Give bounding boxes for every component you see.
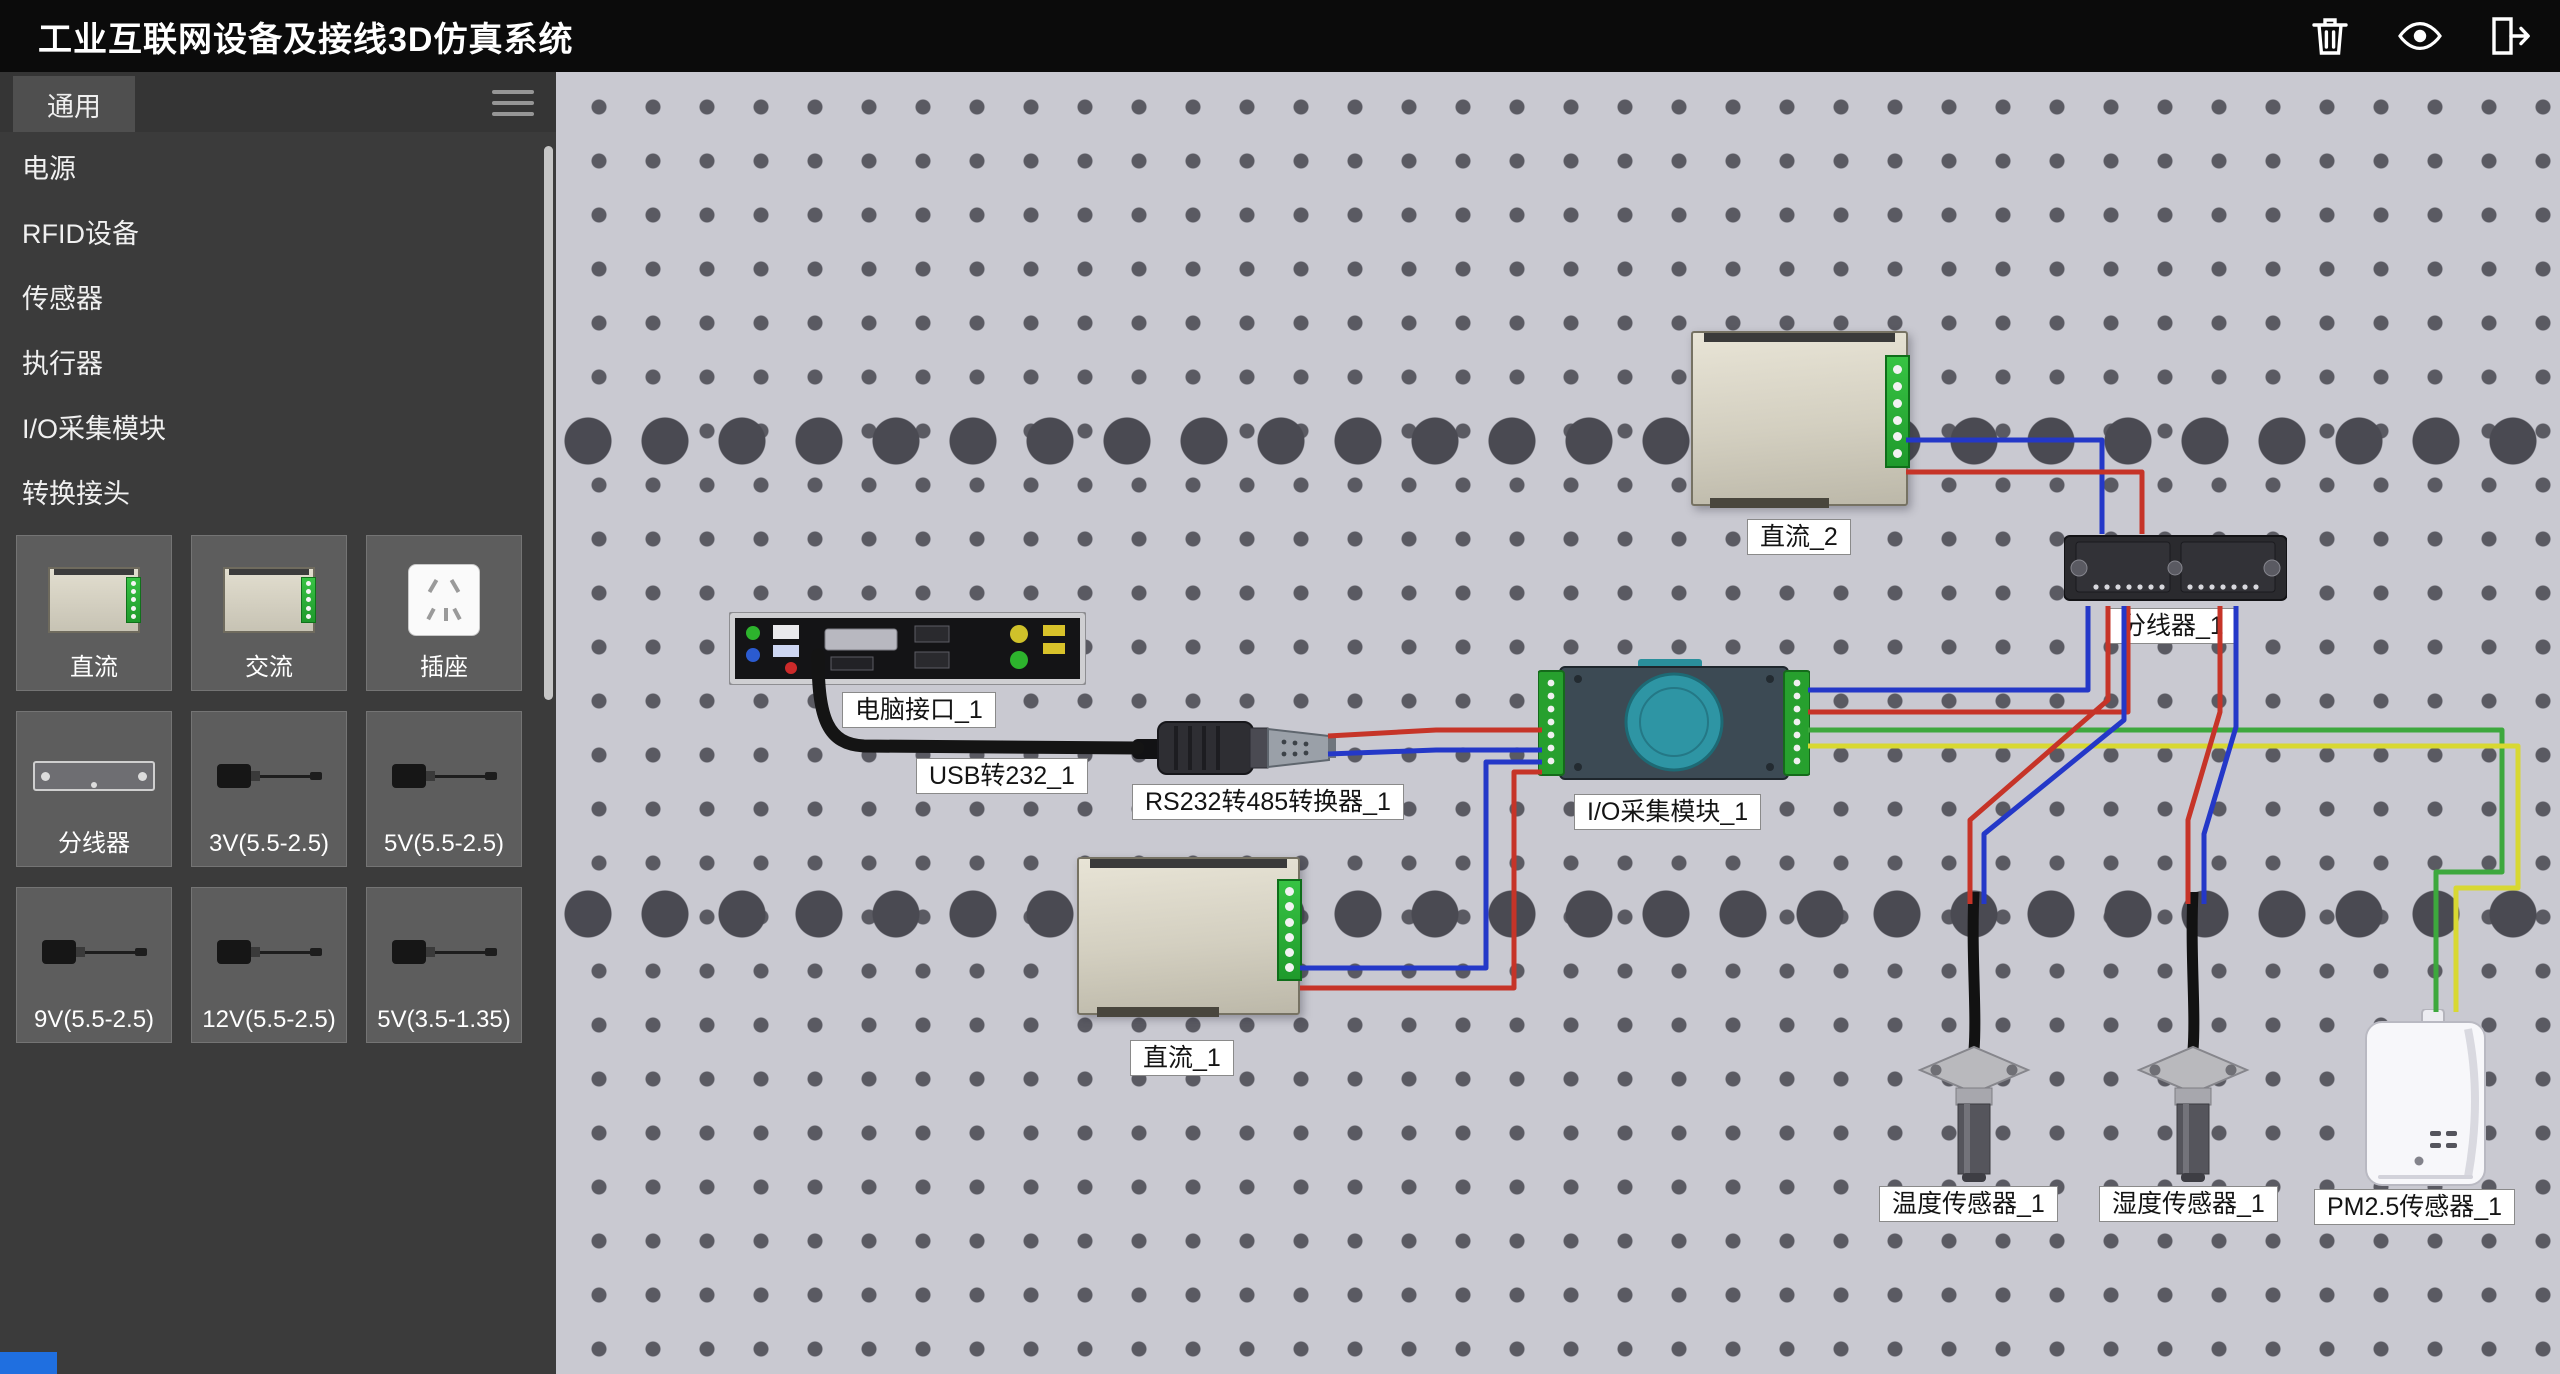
sidebar-item-label: 转换接头 — [22, 479, 130, 509]
preview-eye-icon[interactable] — [2392, 10, 2448, 62]
tab-general-label: 通用 — [47, 91, 101, 122]
dc-thumbnail-icon — [17, 548, 171, 652]
wire-blue[interactable] — [1327, 747, 1542, 757]
tile-label: 5V(5.5-2.5) — [383, 830, 505, 857]
tile-dc[interactable]: 直流 — [16, 535, 172, 691]
partial-blue-element — [0, 1352, 57, 1374]
tile-adapter-12v[interactable]: 12V(5.5-2.5) — [191, 887, 347, 1043]
tile-socket[interactable]: 插座 — [366, 535, 522, 691]
dc-terminal-connector[interactable] — [1277, 879, 1302, 981]
tile-adapter-3v[interactable]: 3V(5.5-2.5) — [191, 711, 347, 867]
toolbar — [2302, 10, 2538, 62]
tile-label: 分线器 — [58, 830, 130, 857]
tile-label: 5V(3.5-1.35) — [377, 1006, 511, 1033]
title-bar: 工业互联网设备及接线3D仿真系统 — [0, 0, 2560, 72]
wire-red[interactable] — [2185, 606, 2223, 904]
device-dc1[interactable] — [1077, 857, 1302, 1017]
device-label-pc-port1: 电脑接口_1 — [842, 692, 996, 728]
tile-adapter-5v[interactable]: 5V(5.5-2.5) — [366, 711, 522, 867]
tile-label: 交流 — [245, 654, 293, 681]
adapter-thumbnail-icon — [17, 900, 171, 1004]
wire-yellow[interactable] — [1808, 743, 2521, 1012]
wires-layer — [811, 437, 2521, 1012]
category-menu: 电源 RFID设备 传感器 执行器 I/O采集模块 转换接头 — [0, 134, 540, 524]
sidebar-item-label: 传感器 — [22, 284, 103, 314]
app-title: 工业互联网设备及接线3D仿真系统 — [38, 20, 574, 59]
trash-icon[interactable] — [2302, 10, 2358, 62]
device-label-io-module1: I/O采集模块_1 — [1574, 794, 1762, 830]
device-temp-sensor1[interactable] — [1914, 892, 2034, 1184]
wire-red[interactable] — [1906, 469, 2145, 534]
tile-label: 12V(5.5-2.5) — [202, 1006, 336, 1033]
device-dc2[interactable] — [1691, 331, 1910, 508]
wire-red[interactable] — [1300, 769, 1542, 991]
adapter-thumbnail-icon — [192, 900, 346, 1004]
sidebar-item-io-module[interactable]: I/O采集模块 — [0, 394, 540, 459]
device-label-usb232: USB转232_1 — [916, 758, 1088, 794]
device-label-temp1: 温度传感器_1 — [1879, 1186, 2058, 1222]
sidebar-item-power[interactable]: 电源 — [0, 134, 540, 199]
sidebar-header: 通用 — [0, 72, 556, 132]
sidebar-item-label: 执行器 — [22, 349, 103, 379]
device-label-dc2: 直流_2 — [1747, 519, 1851, 555]
socket-thumbnail-icon — [367, 548, 521, 652]
wire-red[interactable] — [1327, 727, 1542, 739]
component-sidebar: 通用 电源 RFID设备 传感器 执行器 I/O采集模块 转换接头 直流 交流 … — [0, 72, 556, 1374]
tab-general[interactable]: 通用 — [13, 76, 135, 132]
dc-top-strip — [1703, 333, 1896, 342]
tile-adapter-9v[interactable]: 9V(5.5-2.5) — [16, 887, 172, 1043]
tile-ac[interactable]: 交流 — [191, 535, 347, 691]
sidebar-item-label: 电源 — [22, 154, 76, 184]
adapter-thumbnail-icon — [367, 900, 521, 1004]
device-label-dc1: 直流_1 — [1130, 1040, 1234, 1076]
sidebar-item-adapter[interactable]: 转换接头 — [0, 459, 540, 524]
ac-thumbnail-icon — [192, 548, 346, 652]
device-label-splitter1: 分线器_1 — [2108, 608, 2237, 644]
tile-label: 直流 — [70, 654, 118, 681]
adapter-thumbnail-icon — [192, 724, 346, 828]
tile-label: 3V(5.5-2.5) — [208, 830, 330, 857]
wire-usb-cable[interactable] — [811, 648, 1145, 755]
sidebar-item-rfid[interactable]: RFID设备 — [0, 199, 540, 264]
pegboard-hole-row — [556, 882, 2560, 946]
component-tiles: 直流 交流 插座 分线器 3V(5.5-2.5) 5V(5.5-2.5) 9V(… — [16, 535, 522, 1043]
wire-green[interactable] — [1808, 727, 2505, 1012]
device-label-pm25: PM2.5传感器_1 — [2314, 1189, 2516, 1225]
device-rs232-485[interactable] — [1132, 712, 1336, 784]
sidebar-item-label: I/O采集模块 — [22, 414, 167, 444]
splitter-thumbnail-icon — [17, 724, 171, 828]
dc-top-strip — [1089, 859, 1288, 868]
pegboard-hole-row — [556, 409, 2560, 473]
tile-splitter[interactable]: 分线器 — [16, 711, 172, 867]
wire-blue[interactable] — [1808, 606, 2091, 693]
wire-blue[interactable] — [2201, 606, 2239, 904]
exit-icon[interactable] — [2482, 10, 2538, 62]
sidebar-item-sensor[interactable]: 传感器 — [0, 264, 540, 329]
device-hum-sensor1[interactable] — [2133, 892, 2253, 1184]
tile-label: 9V(5.5-2.5) — [33, 1006, 155, 1033]
device-label-hum1: 湿度传感器_1 — [2099, 1186, 2278, 1222]
sidebar-item-actuator[interactable]: 执行器 — [0, 329, 540, 394]
sidebar-item-label: RFID设备 — [22, 219, 139, 249]
wire-blue[interactable] — [1981, 606, 2127, 904]
dc-foot — [1096, 1007, 1220, 1017]
menu-icon[interactable] — [492, 90, 534, 116]
sidebar-scrollbar[interactable] — [544, 146, 553, 700]
tile-label: 插座 — [420, 654, 468, 681]
device-io-module1[interactable] — [1538, 659, 1810, 787]
workspace-canvas[interactable]: 直流_2 分线器_1 电脑接口_1 USB转232_1 RS232转485转换器… — [556, 72, 2560, 1374]
wire-blue[interactable] — [1906, 437, 2105, 534]
device-label-rs232-485: RS232转485转换器_1 — [1132, 784, 1404, 820]
dc-foot — [1710, 498, 1830, 508]
wire-blue[interactable] — [1300, 759, 1542, 971]
device-pm25-sensor1[interactable] — [2364, 1009, 2487, 1189]
tile-adapter-5v-135[interactable]: 5V(3.5-1.35) — [366, 887, 522, 1043]
wire-red[interactable] — [1967, 606, 2111, 904]
adapter-thumbnail-icon — [367, 724, 521, 828]
wire-red[interactable] — [1808, 606, 2131, 715]
dc-terminal-connector[interactable] — [1885, 355, 1910, 469]
device-splitter1[interactable] — [2064, 530, 2287, 607]
device-pc-port1[interactable] — [729, 612, 1086, 685]
